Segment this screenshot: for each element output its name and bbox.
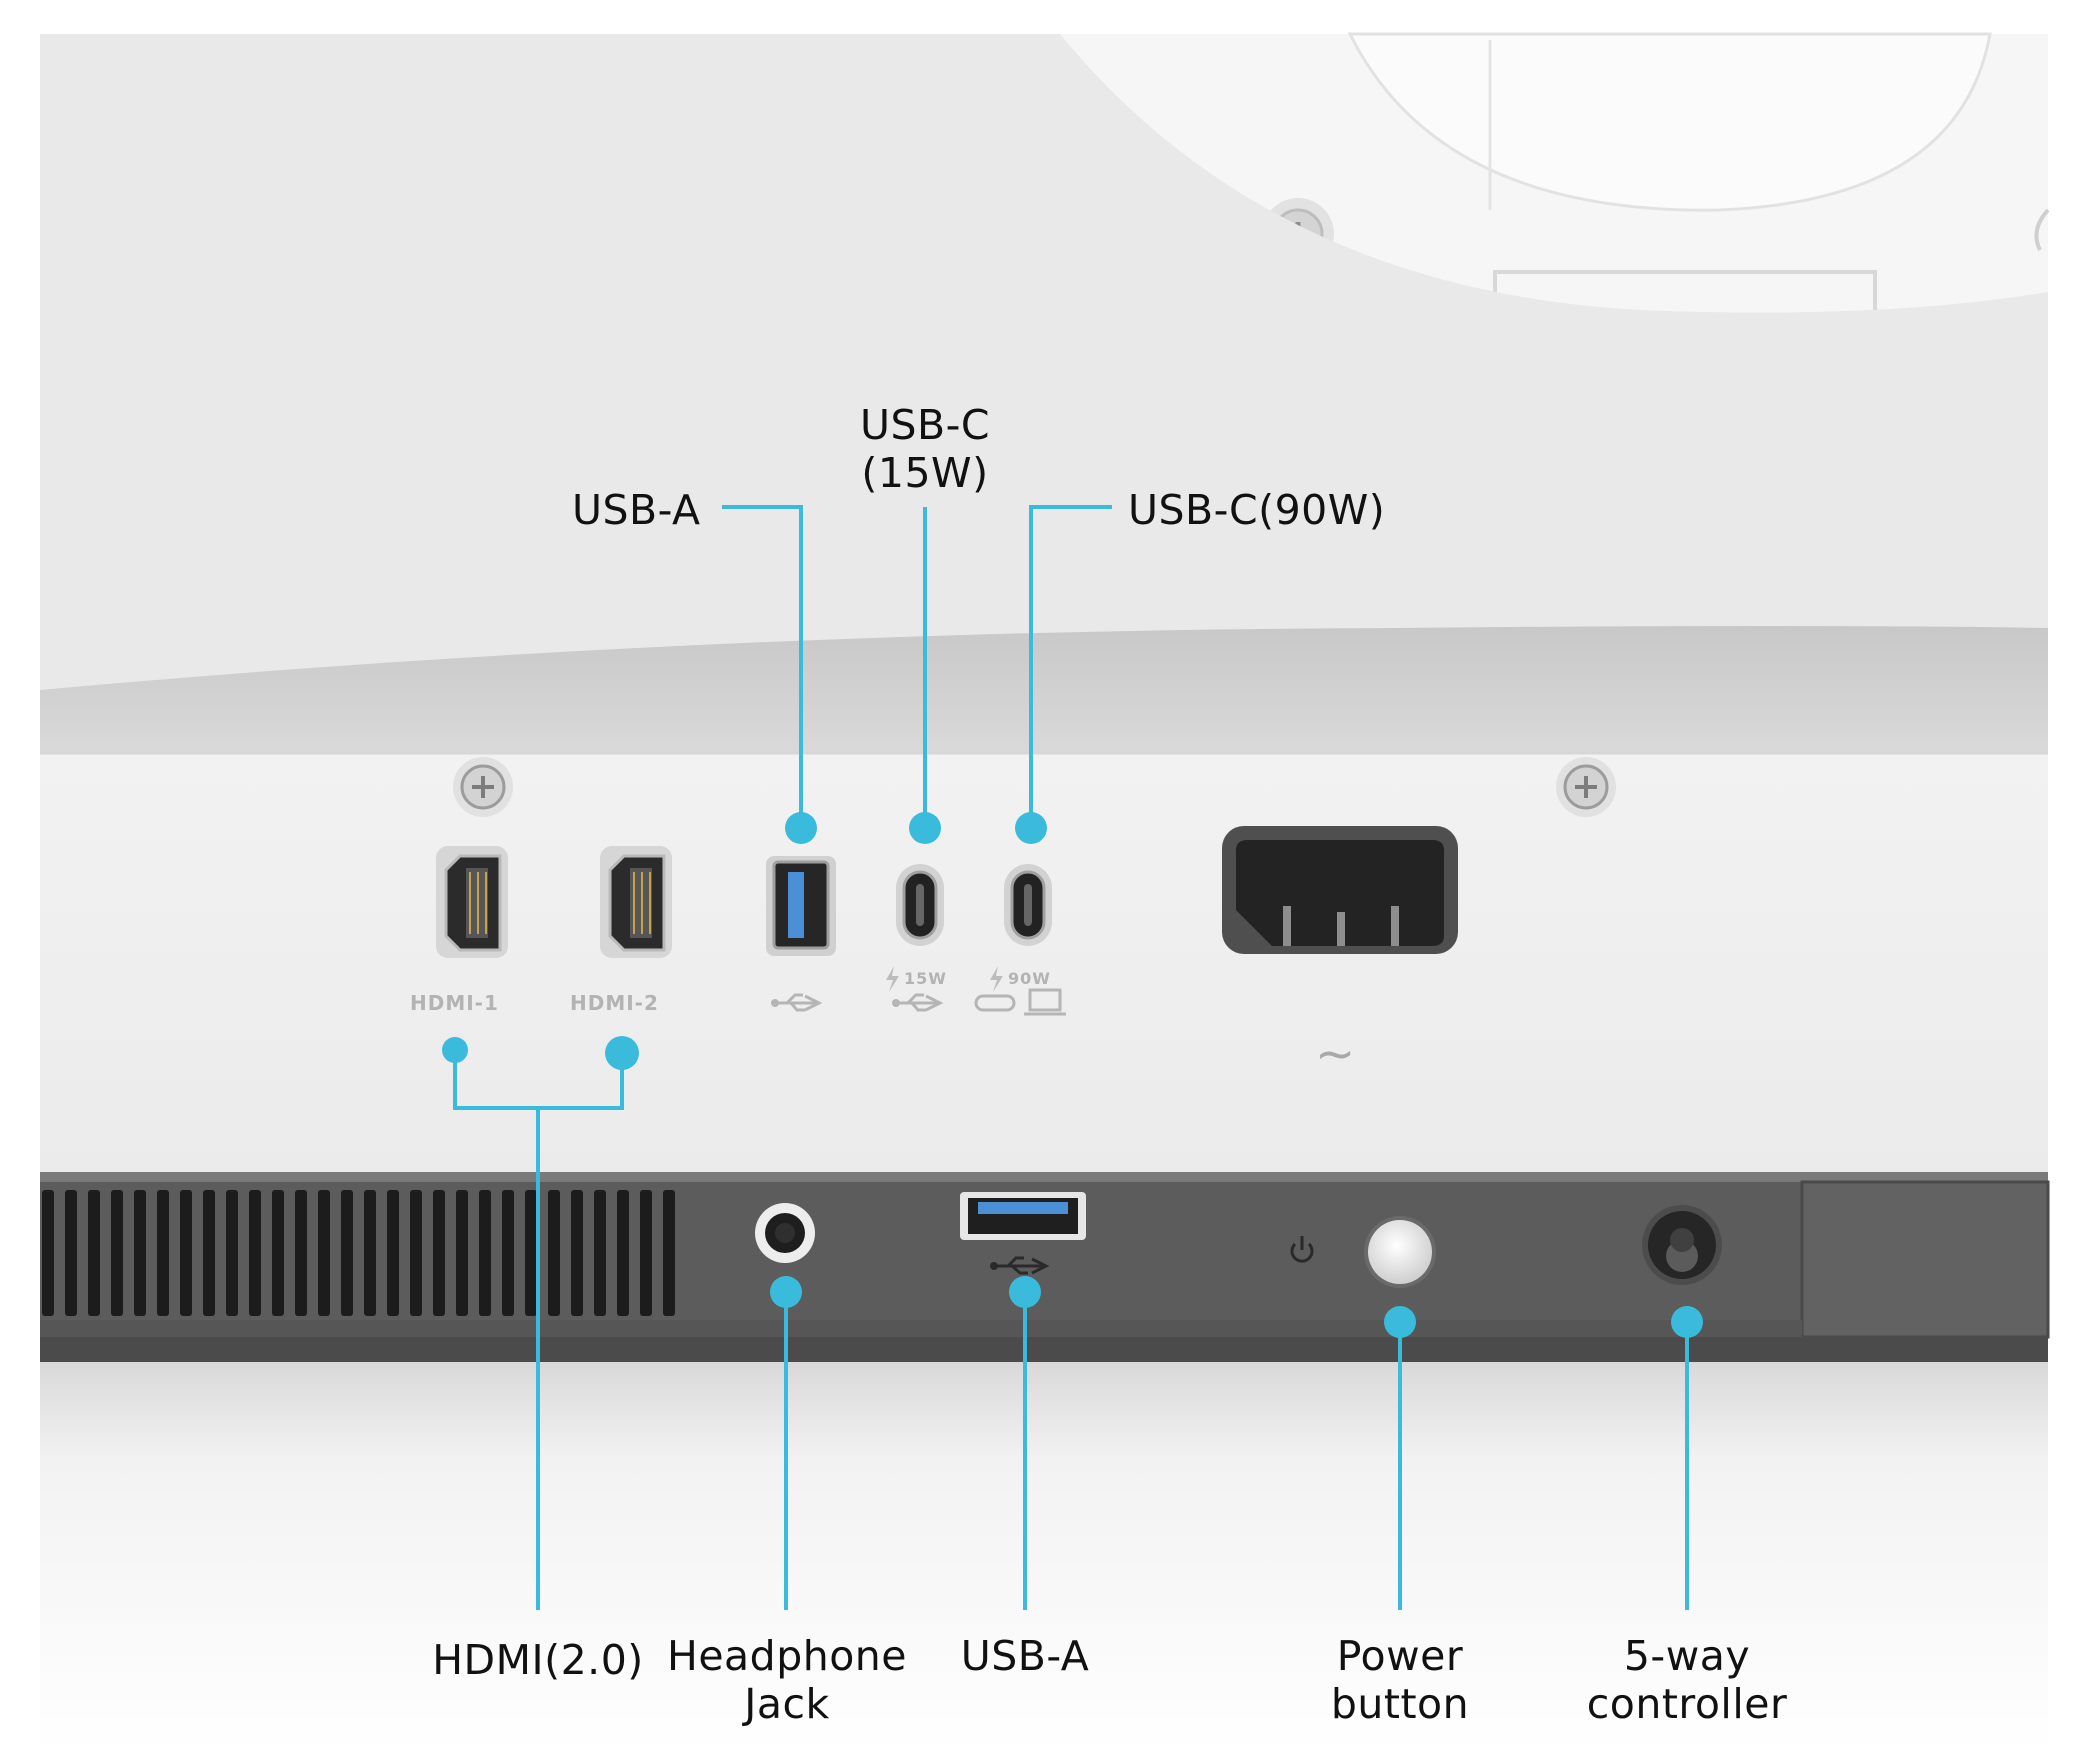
- vent-slot: [617, 1190, 629, 1316]
- callout-dot: [909, 812, 941, 844]
- vent-slot: [318, 1190, 330, 1316]
- callout-hdmi: HDMI(2.0): [432, 1636, 644, 1684]
- callout-dot: [770, 1276, 802, 1308]
- five-way-controller: [1642, 1205, 1722, 1285]
- bolt-icon: [886, 966, 899, 992]
- vent-slot: [226, 1190, 238, 1316]
- vent-slot: [663, 1190, 675, 1316]
- leader-hdmi: [453, 1050, 624, 1610]
- callout-controller-line2: controller: [1586, 1680, 1788, 1728]
- ac-power-inlet: [1222, 826, 1458, 954]
- hdmi-2-label: HDMI-2: [570, 991, 659, 1015]
- vent-slot: [364, 1190, 376, 1316]
- usb-trident-icon: [771, 993, 823, 1012]
- bolt-icon: [990, 966, 1003, 992]
- vent-slot: [502, 1190, 514, 1316]
- vent-slot: [433, 1190, 445, 1316]
- hdmi-1-port: [436, 846, 508, 958]
- callout-controller-line1: 5-way: [1623, 1632, 1751, 1680]
- vent-slot: [249, 1190, 261, 1316]
- bottom-fade: [40, 1362, 2048, 1754]
- vent-slot: [65, 1190, 77, 1316]
- callout-headphone-jack: Headphone Jack: [652, 1632, 922, 1728]
- callout-5-way-controller: 5-way controller: [1552, 1632, 1822, 1728]
- ac-symbol: ~: [1315, 1026, 1355, 1082]
- callout-usb-a-top: USB-A: [572, 486, 701, 534]
- vent-slot: [157, 1190, 169, 1316]
- hdmi-1-label: HDMI-1: [410, 991, 499, 1015]
- vent-slot: [42, 1190, 54, 1316]
- power-button: [1364, 1216, 1436, 1288]
- usb-a-bottom-port: [960, 1192, 1086, 1240]
- callout-leaders: [453, 505, 1689, 1610]
- laptop-icon: [1024, 988, 1066, 1016]
- vent-slot: [525, 1190, 537, 1316]
- vent-slot: [341, 1190, 353, 1316]
- vent-slot: [594, 1190, 606, 1316]
- callout-dot: [1015, 812, 1047, 844]
- vent-slot: [111, 1190, 123, 1316]
- callout-dot: [605, 1036, 639, 1070]
- callout-headphone-line1: Headphone: [666, 1632, 907, 1680]
- callout-dot: [442, 1037, 468, 1063]
- vent-slot: [571, 1190, 583, 1316]
- usb-c-90w-port: [1004, 864, 1052, 946]
- callout-headphone-line2: Jack: [744, 1680, 830, 1728]
- screw-icon: [1556, 757, 1616, 817]
- screw-icon: [453, 757, 513, 817]
- usb-c-oval-icon: [974, 994, 1016, 1012]
- vent-slot: [180, 1190, 192, 1316]
- vent-slot: [272, 1190, 284, 1316]
- leader-usb-c-90w: [1029, 505, 1112, 826]
- callout-power-line2: button: [1330, 1680, 1470, 1728]
- rear-slope: [40, 626, 2048, 752]
- usb-c-90w-rating: 90W: [1008, 969, 1051, 988]
- vent-slot: [548, 1190, 560, 1316]
- callout-power-line1: Power: [1336, 1632, 1464, 1680]
- callout-usb-c-15w-line1: USB-C: [859, 401, 991, 449]
- vent-slot: [295, 1190, 307, 1316]
- callout-usb-c-15w: USB-C (15W): [825, 401, 1025, 497]
- usb-a-top-port: [766, 856, 836, 956]
- callout-usb-c-15w-line2: (15W): [861, 449, 989, 497]
- vent-slot: [88, 1190, 100, 1316]
- vent-slot: [479, 1190, 491, 1316]
- hdmi-2-port: [600, 846, 672, 958]
- vent-slot: [387, 1190, 399, 1316]
- callout-dot: [1009, 1276, 1041, 1308]
- callout-usb-a-bottom: USB-A: [960, 1632, 1090, 1680]
- usb-trident-icon: [990, 1256, 1050, 1275]
- port-panel: [40, 752, 2048, 1172]
- leader-usb-a-top: [722, 505, 803, 826]
- callout-dots: [442, 812, 1703, 1338]
- power-icon: [1290, 1236, 1314, 1263]
- usb-trident-icon: [892, 993, 944, 1012]
- callout-usb-c-90w: USB-C(90W): [1128, 486, 1386, 534]
- headphone-jack-port: [755, 1203, 815, 1263]
- callout-dot: [1671, 1306, 1703, 1338]
- usb-c-15w-port: [896, 864, 944, 946]
- callout-dot: [1384, 1306, 1416, 1338]
- usb-c-15w-rating: 15W: [904, 969, 947, 988]
- callout-power-button: Power button: [1290, 1632, 1510, 1728]
- callout-dot: [785, 812, 817, 844]
- vent-grille: [42, 1190, 675, 1316]
- vent-slot: [640, 1190, 652, 1316]
- vent-slot: [456, 1190, 468, 1316]
- vent-slot: [134, 1190, 146, 1316]
- vent-slot: [410, 1190, 422, 1316]
- vent-slot: [203, 1190, 215, 1316]
